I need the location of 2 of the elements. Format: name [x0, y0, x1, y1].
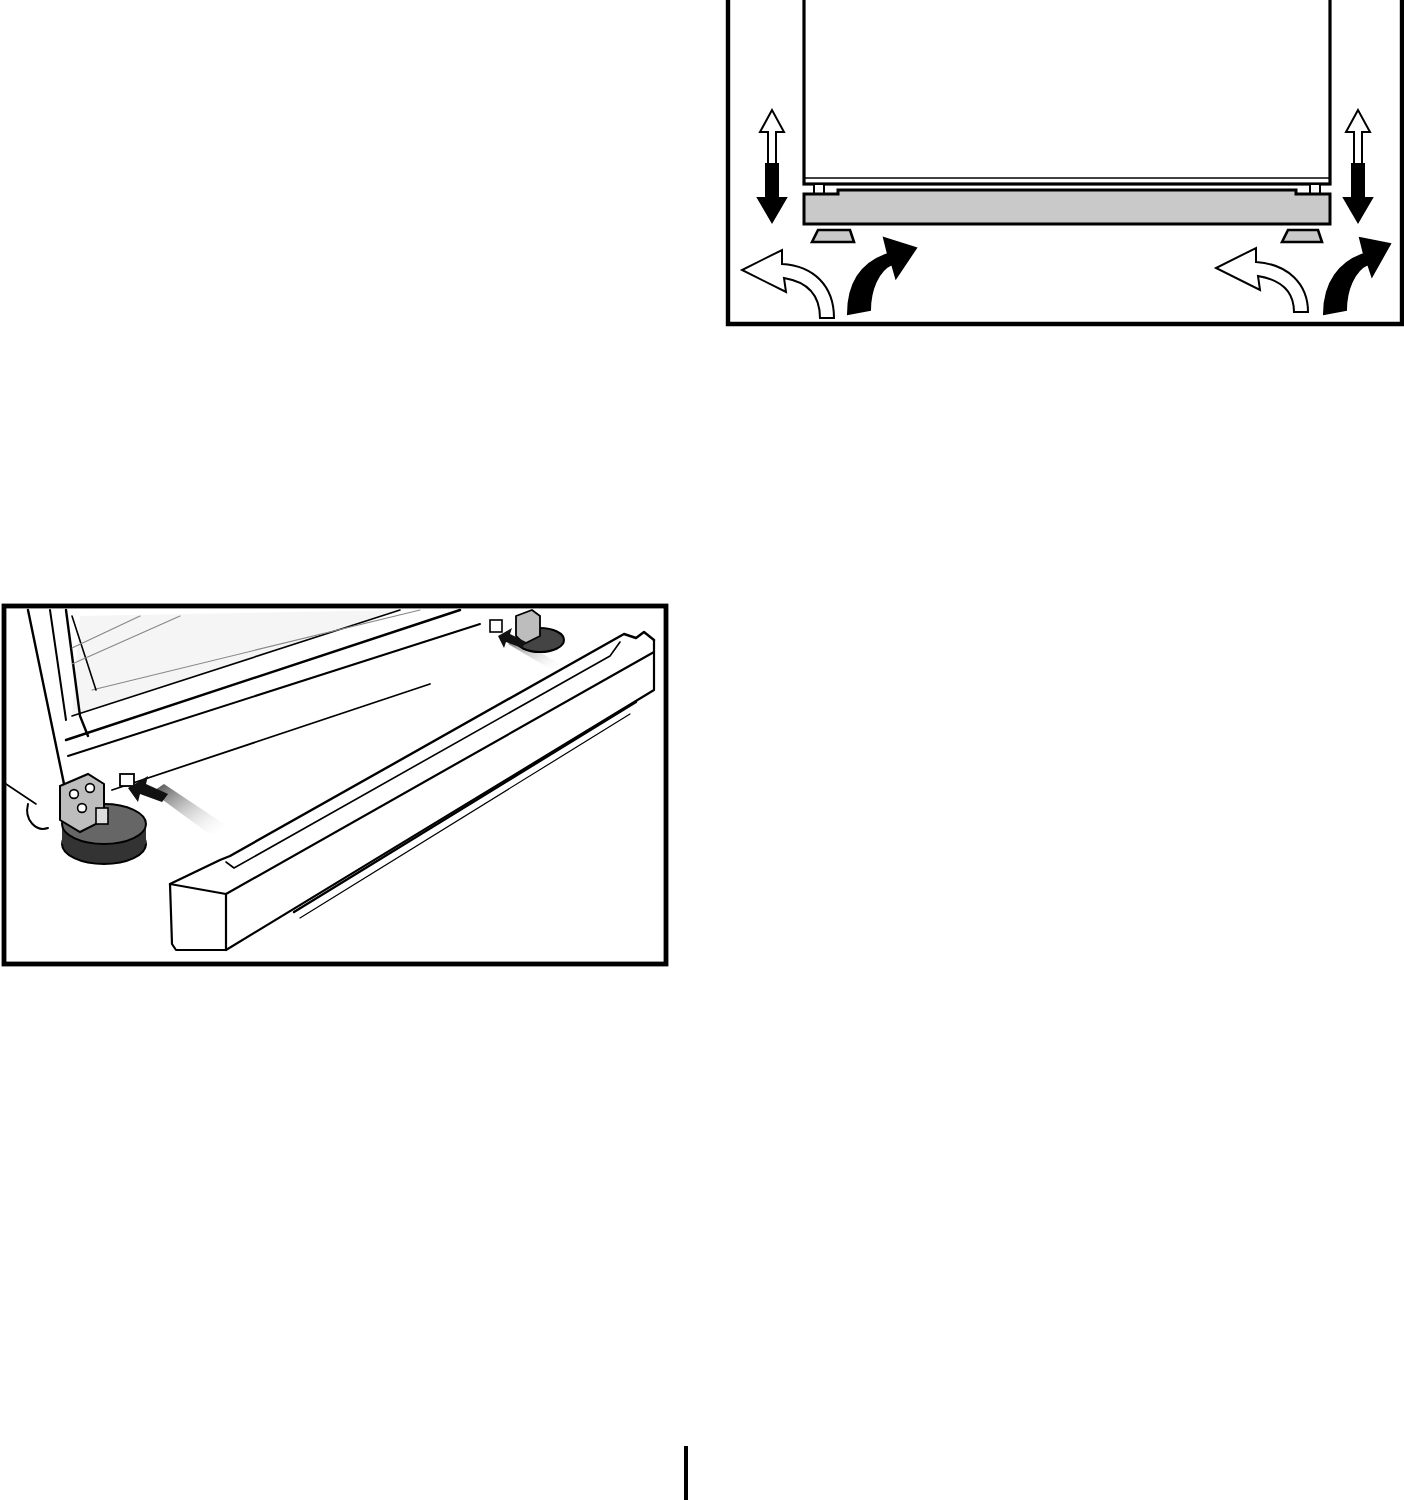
plinth-fitting-drawing — [0, 600, 672, 970]
plinth-adjustment-drawing — [724, 0, 1404, 330]
